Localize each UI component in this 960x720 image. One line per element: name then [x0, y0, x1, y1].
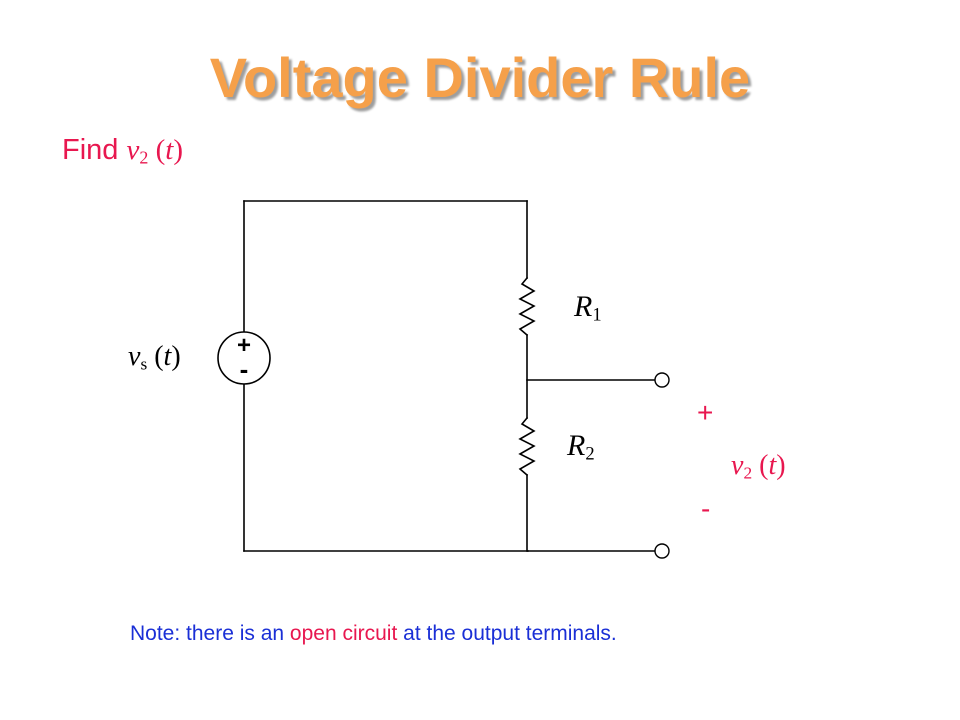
source-plus-sign: +: [237, 332, 251, 359]
problem-statement: Find v2 (t): [62, 130, 183, 177]
source-label: vs (t): [128, 341, 181, 374]
output-plus-sign: +: [697, 397, 714, 428]
target-variable: v2 (t): [126, 134, 183, 168]
output-terminal-top: [654, 372, 670, 388]
find-word: Find: [62, 134, 119, 166]
slide-title: Voltage Divider Rule: [209, 46, 751, 109]
output-minus-sign: -: [701, 493, 711, 524]
note-text-start: Note: there is an: [130, 622, 290, 645]
resistor-r1-symbol: [518, 276, 536, 337]
resistor-r2-symbol: [518, 416, 536, 477]
resistor-r1-label: R1: [574, 290, 602, 326]
note-highlight: open circuit: [289, 622, 398, 645]
note-text-end: at the output terminals.: [397, 622, 617, 645]
output-terminal-bottom: [654, 543, 670, 559]
output-voltage-label: v2 (t): [731, 450, 786, 483]
voltage-source-symbol: [217, 331, 271, 385]
source-minus-sign: -: [240, 354, 249, 384]
resistor-r2-label: R2: [567, 429, 595, 465]
footnote: Note: there is an open circuit at the ou…: [130, 620, 617, 648]
